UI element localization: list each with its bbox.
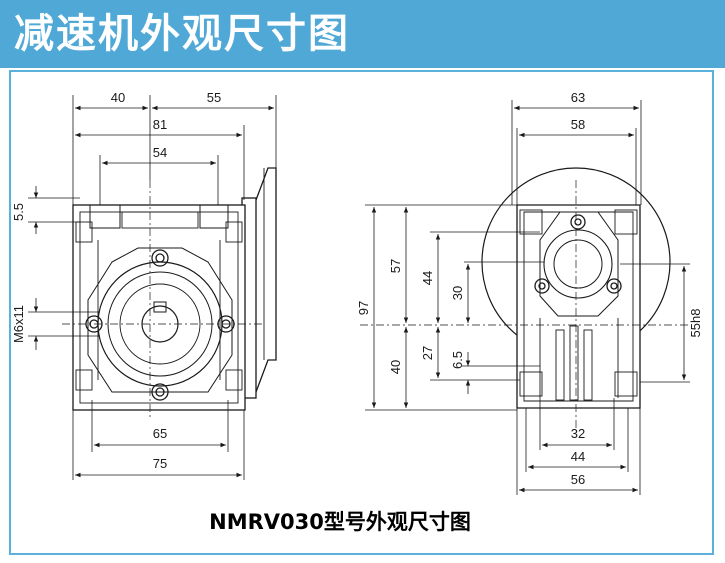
header-banner: 减速机外观尺寸图 (0, 0, 725, 68)
dim-side-upper-inner: 44 (420, 271, 435, 285)
dim-side-lower-inner: 27 (420, 346, 435, 360)
dim-front-bottom-inner: 65 (153, 426, 167, 441)
dim-side-top-inner: 58 (571, 117, 585, 132)
dim-side-height-total: 97 (356, 301, 371, 315)
dim-front-side-thread: M6x11 (11, 305, 26, 343)
drawing-frame (9, 70, 714, 555)
page-title: 减速机外观尺寸图 (14, 11, 350, 57)
dim-side-small: 6.5 (450, 351, 465, 369)
front-flange (241, 167, 277, 399)
front-view (62, 167, 277, 420)
side-housing (516, 204, 641, 409)
front-dimension-lines (28, 95, 277, 480)
dim-front-inner-width: 54 (153, 145, 167, 160)
side-dimension-labels: 63 58 97 57 44 30 40 27 6.5 55h8 32 44 5… (356, 90, 703, 487)
dim-side-mid: 30 (450, 286, 465, 300)
dim-front-side-top: 5.5 (11, 203, 26, 221)
dim-side-bottom-inner: 32 (571, 426, 585, 441)
dim-front-top-right: 55 (207, 90, 221, 105)
front-dimension-labels: 40 55 81 54 5.5 M6x11 65 75 (11, 90, 221, 471)
drawing-caption: NMRV030型号外观尺寸图 (209, 510, 471, 534)
dim-side-upper: 57 (388, 259, 403, 273)
dim-side-top-outer: 63 (571, 90, 585, 105)
dim-front-top-left: 40 (111, 90, 125, 105)
dim-side-bottom-mid: 44 (571, 449, 585, 464)
dim-side-shaft: 55h8 (688, 309, 703, 338)
dim-side-bottom-outer: 56 (571, 472, 585, 487)
side-dimension-lines (365, 100, 690, 495)
dim-side-lower: 40 (388, 360, 403, 374)
dim-front-overall-width: 81 (153, 117, 167, 132)
dim-front-bottom-outer: 75 (153, 456, 167, 471)
side-view (360, 167, 692, 430)
